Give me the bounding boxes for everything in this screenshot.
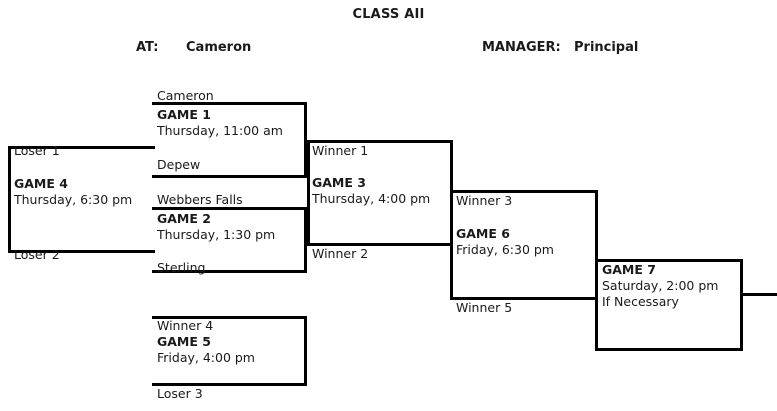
game-4-bottom-slot: Loser 2	[14, 247, 60, 262]
game-1-box-bottom-line	[152, 175, 307, 178]
game-5-time: Friday, 4:00 pm	[157, 350, 255, 365]
game-1-bottom-slot: Depew	[157, 157, 201, 172]
game-1-details: GAME 1 Thursday, 11:00 am	[157, 107, 283, 139]
game-4-details: GAME 4 Thursday, 6:30 pm	[14, 176, 132, 208]
game-2-box-top-line	[152, 207, 307, 210]
game-5-details: GAME 5 Friday, 4:00 pm	[157, 334, 255, 366]
game-6-box-left-line	[450, 190, 453, 300]
game-1-box-top-line	[152, 102, 307, 105]
manager-value: Principal	[574, 40, 639, 55]
game-5-box-bottom-line	[152, 383, 307, 386]
game-2-details: GAME 2 Thursday, 1:30 pm	[157, 211, 275, 243]
game-5-top-slot: Winner 4	[157, 318, 214, 333]
game-7-box-top-line	[595, 259, 743, 262]
game-5-box-right-line	[304, 316, 307, 386]
game-4-box-top-line	[8, 146, 155, 149]
game-3-details: GAME 3 Thursday, 4:00 pm	[312, 175, 430, 207]
game-1-time: Thursday, 11:00 am	[157, 123, 283, 138]
at-label: AT:	[136, 40, 159, 55]
game-7-name: GAME 7	[602, 262, 656, 277]
game-7-details: GAME 7 Saturday, 2:00 pm If Necessary	[602, 262, 718, 310]
game-6-bottom-slot: Winner 5	[456, 300, 513, 315]
game-2-box-right-line	[304, 207, 307, 273]
game-4-name: GAME 4	[14, 176, 68, 191]
game-6-details: GAME 6 Friday, 6:30 pm	[456, 226, 554, 258]
manager-label: MANAGER:	[482, 40, 561, 55]
game-6-time: Friday, 6:30 pm	[456, 242, 554, 257]
game-3-box-top-line	[307, 140, 453, 143]
game-7-box-bottom-line	[595, 348, 743, 351]
game-1-box-right-line	[304, 102, 307, 178]
game-5-bottom-slot: Loser 3	[157, 386, 203, 401]
game-2-name: GAME 2	[157, 211, 211, 226]
game-1-name: GAME 1	[157, 107, 211, 122]
game-5-name: GAME 5	[157, 334, 211, 349]
game-7-box-left-line	[595, 259, 598, 351]
game-7-box-right-line	[740, 259, 743, 351]
game-3-box-left-line	[307, 140, 310, 246]
game-2-bottom-slot: Sterling	[157, 260, 206, 275]
game-3-box-bottom-line	[307, 243, 453, 246]
game-4-top-slot: Loser 1	[14, 143, 60, 158]
game-4-box-bottom-line	[8, 250, 155, 253]
game-6-box-top-line	[450, 190, 598, 193]
game-4-box-left-line	[8, 146, 11, 253]
champion-output-line	[740, 293, 777, 296]
game-3-name: GAME 3	[312, 175, 366, 190]
game-3-top-slot: Winner 1	[312, 143, 369, 158]
game-3-time: Thursday, 4:00 pm	[312, 191, 431, 206]
game-5-box-top-line	[152, 316, 307, 319]
at-value: Cameron	[186, 40, 252, 55]
game-6-top-slot: Winner 3	[456, 193, 513, 208]
game-3-bottom-slot: Winner 2	[312, 246, 369, 261]
game-6-box-bottom-line	[450, 297, 598, 300]
game-1-top-slot: Cameron	[157, 88, 214, 103]
game-2-top-slot: Webbers Falls	[157, 192, 243, 207]
game-6-box-right-line	[595, 190, 598, 300]
game-2-box-bottom-line	[152, 270, 307, 273]
game-7-time: Saturday, 2:00 pm	[602, 278, 719, 293]
game-6-name: GAME 6	[456, 226, 510, 241]
game-4-time: Thursday, 6:30 pm	[14, 192, 133, 207]
game-2-time: Thursday, 1:30 pm	[157, 227, 276, 242]
game-7-note: If Necessary	[602, 294, 679, 309]
page-title: CLASS AII	[352, 7, 425, 22]
